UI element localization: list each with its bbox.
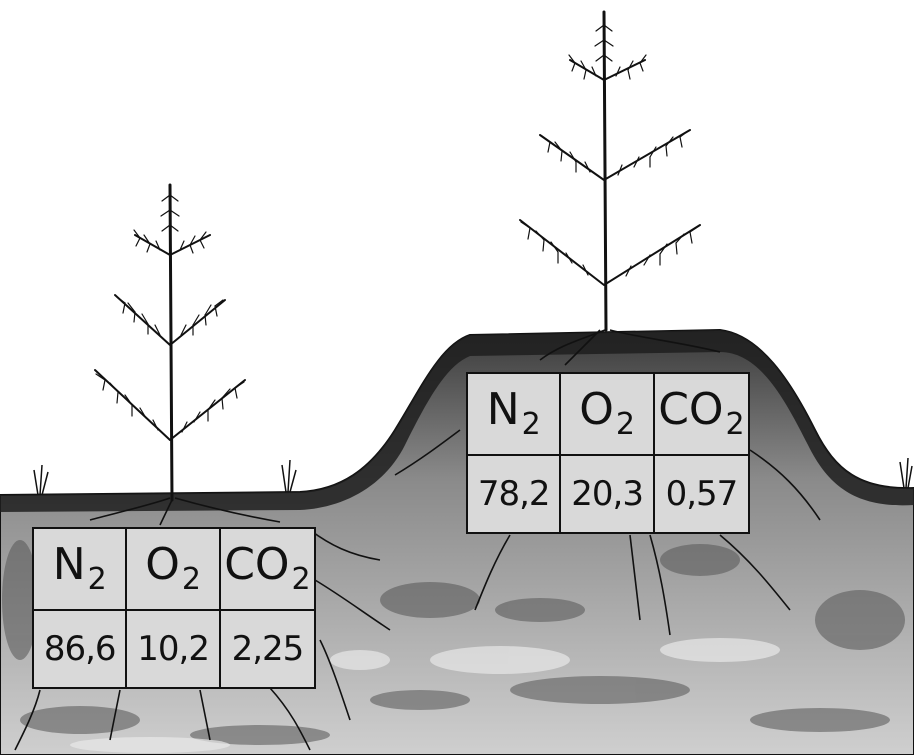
left-value-n2: 86,6 — [33, 610, 126, 688]
right-pine-tree — [520, 12, 700, 330]
right-value-co2: 0,57 — [654, 455, 749, 533]
left-pine-tree — [95, 185, 245, 500]
right-header-o2: O2 — [560, 373, 653, 455]
right-soil-gas-table: N2 O2 CO2 78,2 20,3 0,57 — [466, 372, 750, 534]
left-header-n2: N2 — [33, 528, 126, 610]
right-value-o2: 20,3 — [560, 455, 653, 533]
left-header-co2: CO2 — [220, 528, 315, 610]
right-value-n2: 78,2 — [467, 455, 560, 533]
left-soil-gas-table: N2 O2 CO2 86,6 10,2 2,25 — [32, 527, 316, 689]
left-value-o2: 10,2 — [126, 610, 219, 688]
left-header-o2: O2 — [126, 528, 219, 610]
right-header-co2: CO2 — [654, 373, 749, 455]
left-value-co2: 2,25 — [220, 610, 315, 688]
right-header-n2: N2 — [467, 373, 560, 455]
